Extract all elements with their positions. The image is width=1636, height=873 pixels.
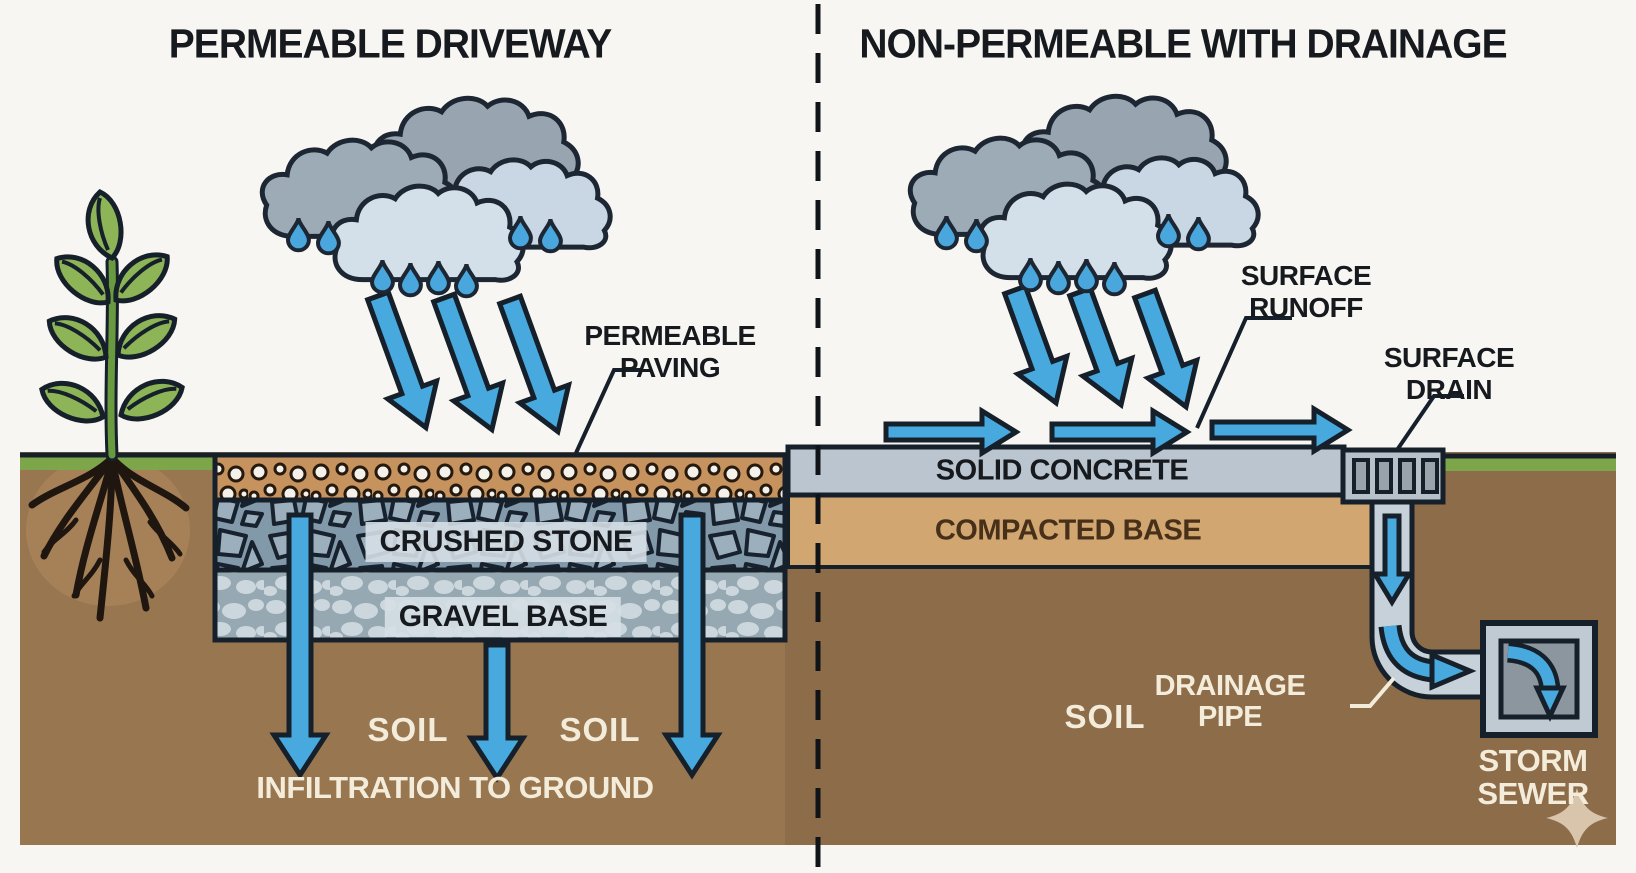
solid-concrete-label: SOLID CONCRETE (935, 454, 1189, 487)
surface-runoff-label: SURFACE RUNOFF (1240, 260, 1372, 324)
rain-cloud-icon-right (910, 96, 1258, 297)
infiltration-label: INFILTRATION TO GROUND (256, 770, 654, 805)
left-title: PERMEABLE DRIVEWAY (168, 20, 612, 67)
permeable-paving-line1: PERMEABLE (584, 320, 756, 351)
rain-arrow-icons-right (1001, 283, 1201, 412)
non-permeable-layers (785, 444, 1374, 569)
storm-sewer-line1: STORM (1478, 743, 1588, 778)
surface-drain-grate-icon (1340, 447, 1446, 505)
leader-lines (574, 316, 1464, 454)
runoff-arrow-icons (883, 404, 1353, 458)
grass-right (1441, 453, 1616, 471)
paving-leader-line (574, 368, 642, 454)
storm-sewer-label: STORM SEWER (1477, 743, 1589, 811)
surface-runoff-line2: RUNOFF (1249, 292, 1363, 323)
soil-label-left-1: SOIL (367, 711, 449, 748)
drainage-pipe-line1: DRAINAGE (1154, 670, 1306, 702)
soil-label-left-2: SOIL (559, 711, 641, 748)
surface-drain-label: SURFACE DRAIN (1383, 342, 1515, 406)
plant-with-roots-icon (28, 192, 187, 622)
permeable-paving-label: PERMEABLE PAVING (584, 320, 756, 384)
pipe-leader-line (1350, 676, 1396, 708)
storm-sewer-line2: SEWER (1477, 776, 1589, 811)
pipe-water-arrows (1370, 513, 1567, 722)
drainage-pipe-line2: PIPE (1197, 701, 1263, 733)
drain-leader-line (1395, 394, 1464, 452)
compacted-base-label: COMPACTED BASE (934, 514, 1202, 547)
sparkle-watermark-icon (1546, 788, 1608, 848)
soil-label-right: SOIL (1064, 698, 1146, 735)
infiltration-arrow-icons (269, 512, 723, 783)
gravel-base-label: GRAVEL BASE (384, 597, 622, 637)
surface-drain-line2: DRAIN (1405, 374, 1493, 405)
crushed-stone-label: CRUSHED STONE (365, 522, 647, 562)
drainage-pipe-label: DRAINAGE PIPE (1155, 671, 1306, 733)
right-title: NON-PERMEABLE WITH DRAINAGE (859, 20, 1507, 67)
rain-cloud-icon-left (262, 98, 610, 299)
rain-arrow-icons-left (364, 289, 573, 436)
surface-drain-line1: SURFACE (1383, 342, 1515, 373)
permeable-paving-line2: PAVING (619, 352, 721, 383)
surface-runoff-line1: SURFACE (1240, 260, 1372, 291)
runoff-leader-line (1195, 316, 1292, 429)
